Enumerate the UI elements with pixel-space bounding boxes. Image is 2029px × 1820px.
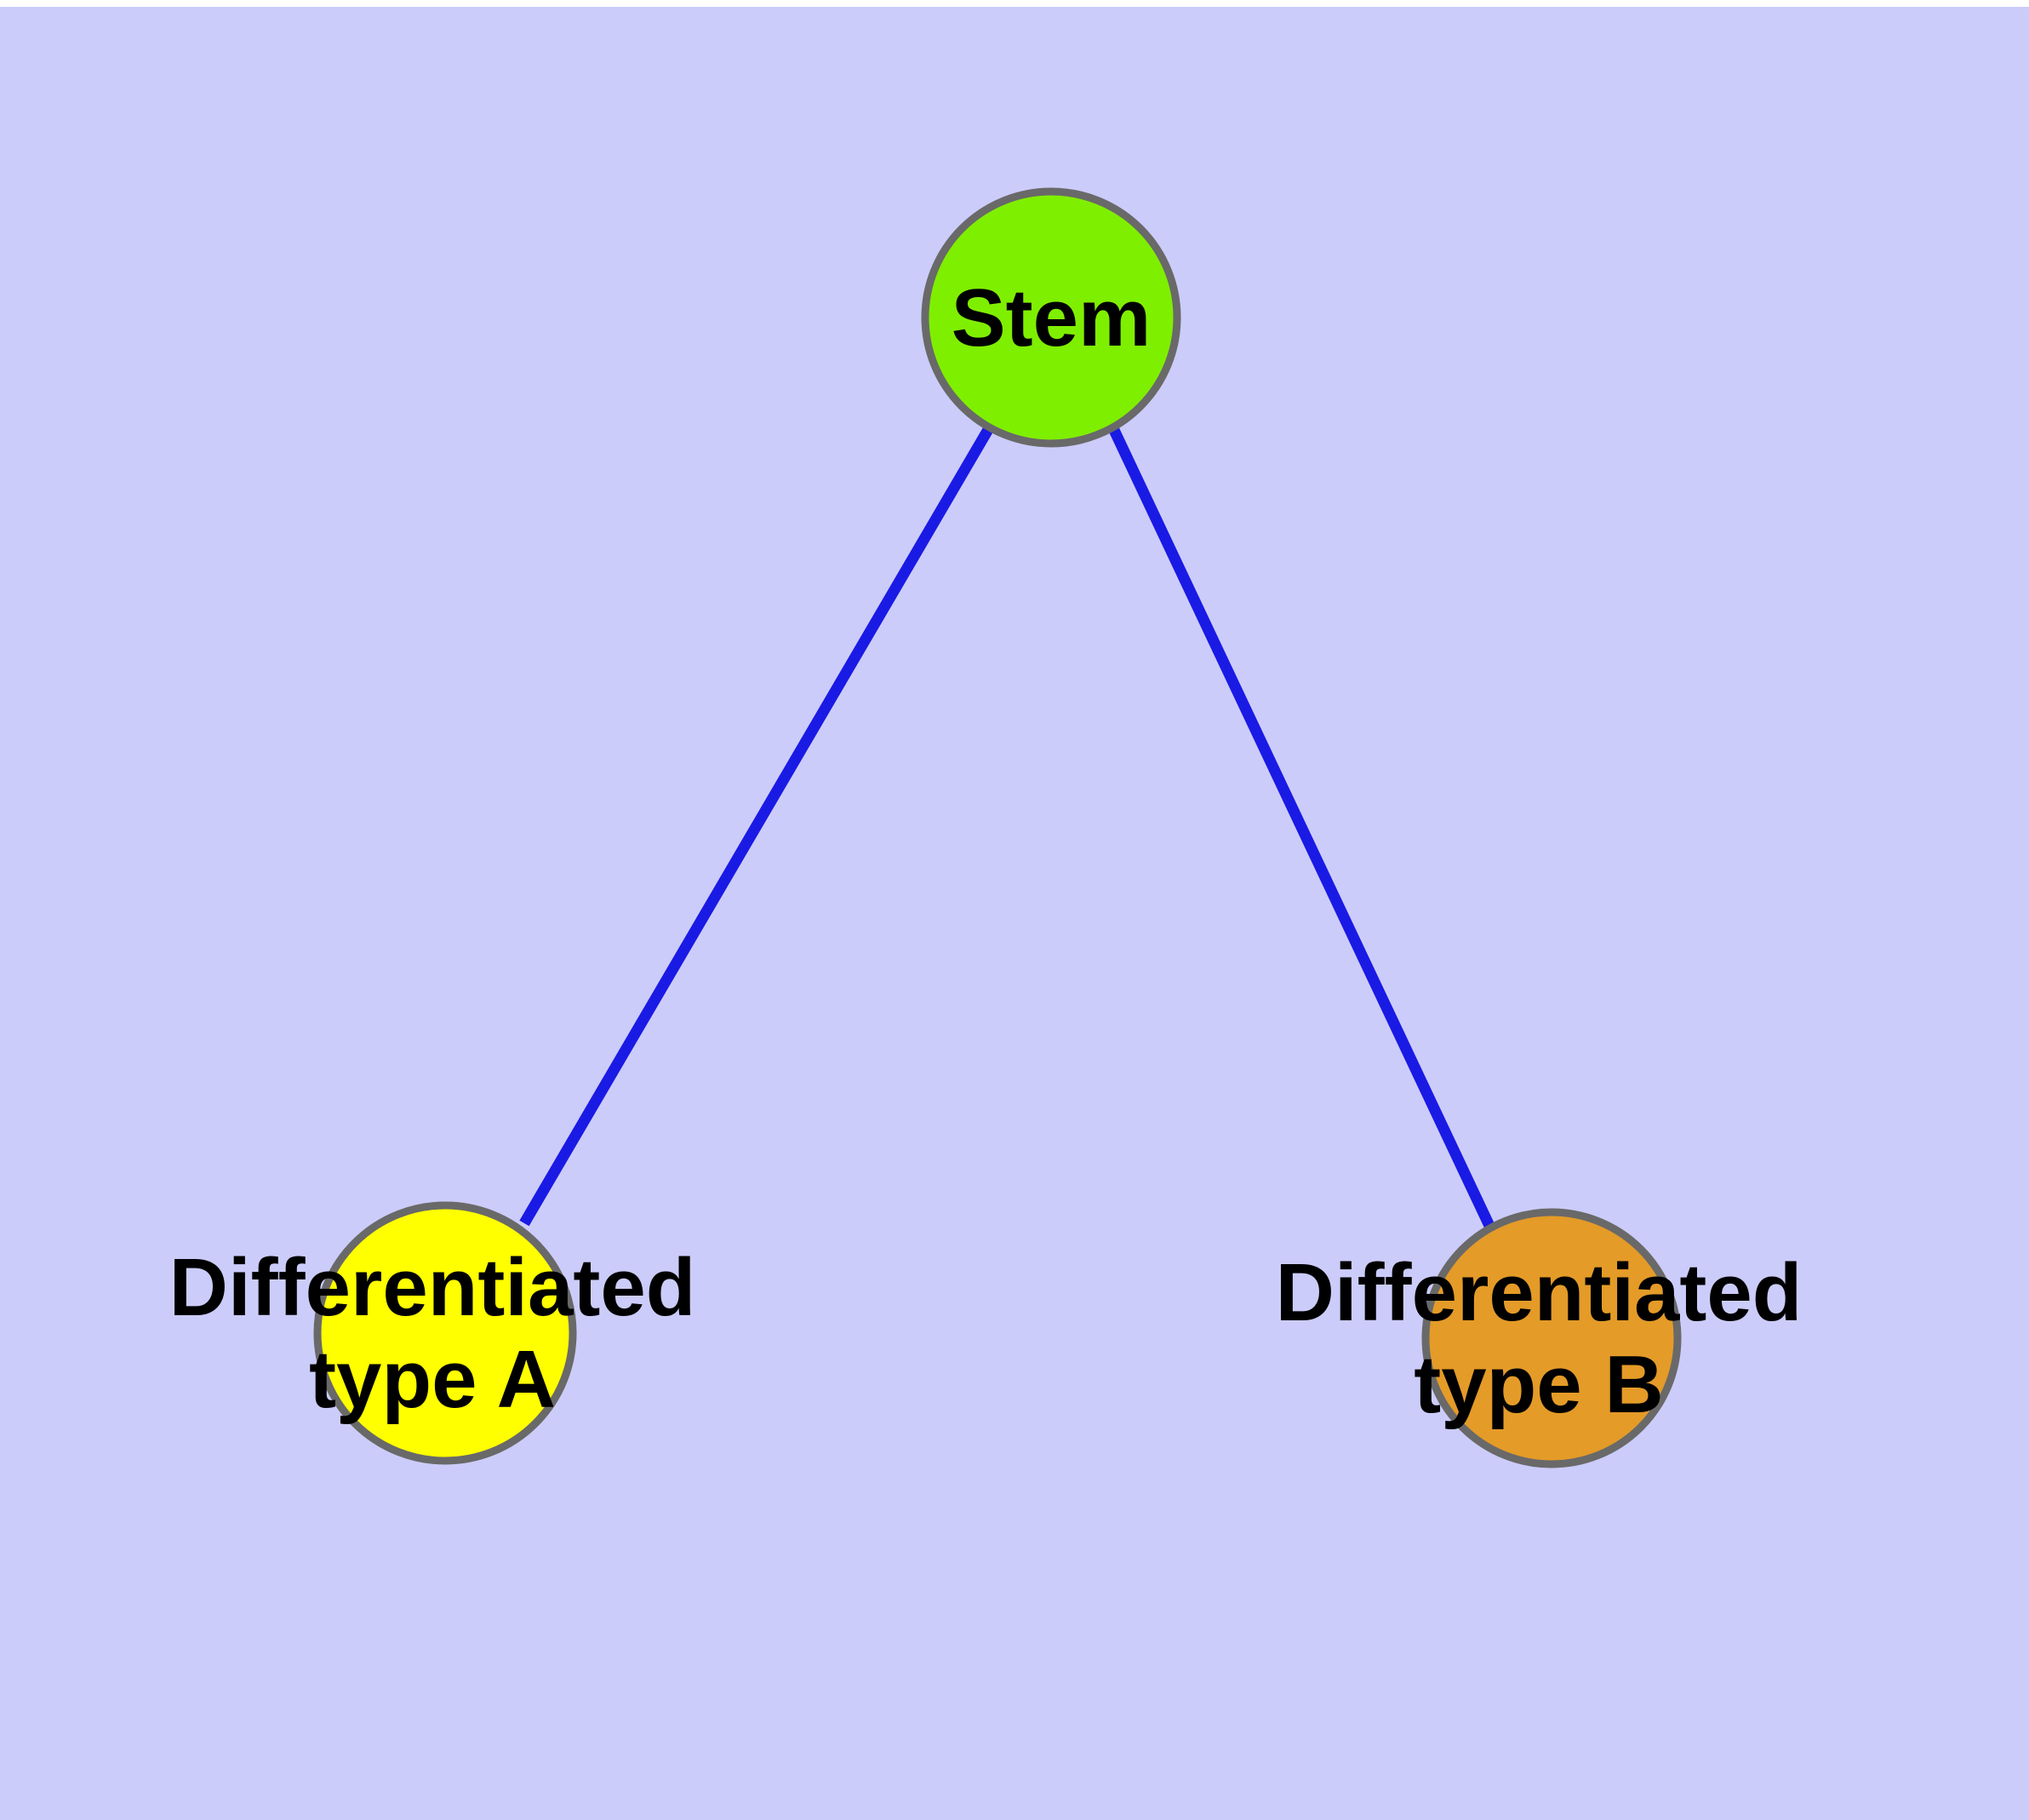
node-label-line: type A <box>309 1333 556 1424</box>
node-label-line: Stem <box>952 272 1152 363</box>
edge-stem-to-diff-b[interactable] <box>1108 426 1495 1230</box>
node-label-line: Differentiated <box>1276 1247 1803 1338</box>
edges-layer <box>519 425 1495 1230</box>
node-label-line: type B <box>1414 1338 1663 1429</box>
edge-stem-to-diff-a[interactable] <box>519 425 994 1227</box>
node-label-line: Differentiated <box>169 1242 696 1333</box>
node-circle-diff_b[interactable] <box>1421 1208 1682 1468</box>
node-circle-diff_a[interactable] <box>313 1201 577 1465</box>
node-stem[interactable]: Stem <box>921 187 1181 448</box>
node-circle-stem[interactable] <box>921 187 1181 448</box>
node-label-stem: Stem <box>952 272 1152 363</box>
